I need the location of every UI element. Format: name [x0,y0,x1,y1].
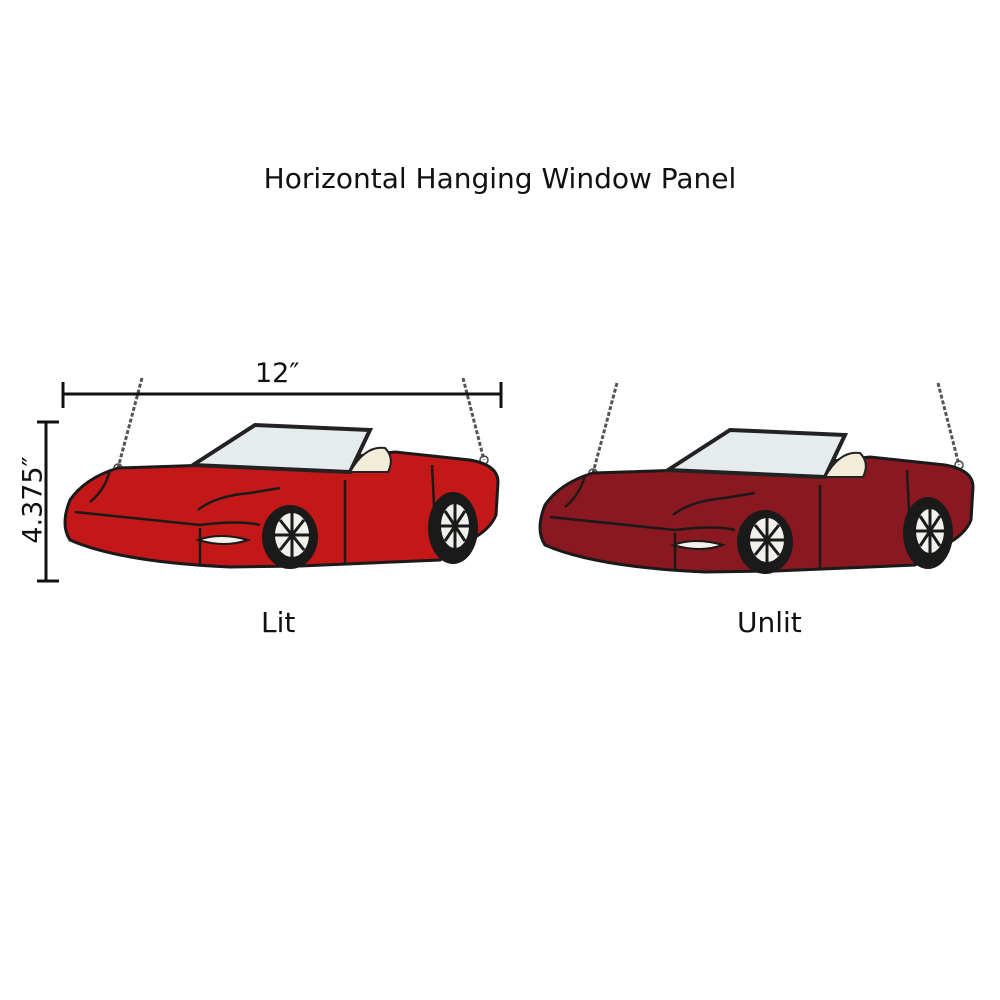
dimension-lines [37,382,503,583]
width-dimension-label: 12″ [255,358,300,389]
unlit-label: Unlit [737,606,802,639]
page-title: Horizontal Hanging Window Panel [263,162,737,195]
lit-car-panel [63,376,500,571]
unlit-car-panel [538,381,975,576]
lit-label: Lit [261,606,296,639]
